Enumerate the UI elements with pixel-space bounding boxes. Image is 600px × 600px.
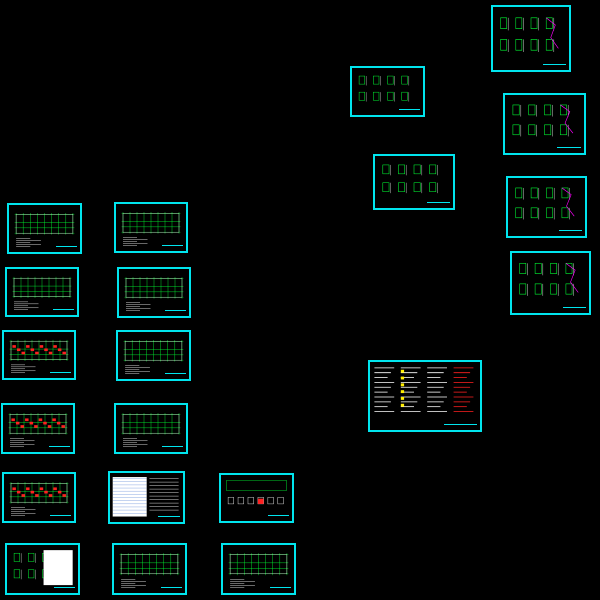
sheet-drawing bbox=[13, 550, 73, 586]
title-block bbox=[164, 373, 186, 377]
sheet-drawing bbox=[9, 482, 69, 516]
drawing-sheet-plan-5[interactable] bbox=[116, 330, 191, 381]
drawing-sheet-plan-red-3[interactable] bbox=[2, 472, 76, 523]
title-block bbox=[562, 307, 586, 311]
title-block bbox=[162, 245, 183, 249]
title-block bbox=[557, 147, 581, 151]
drawing-sheet-table[interactable] bbox=[108, 471, 185, 524]
sheet-drawing bbox=[358, 75, 409, 102]
drawing-sheet-elevation[interactable] bbox=[219, 473, 294, 523]
title-block bbox=[49, 446, 70, 450]
drawing-sheet-column-detail-4[interactable] bbox=[510, 251, 591, 315]
title-block bbox=[426, 202, 450, 206]
sheet-drawing bbox=[14, 213, 75, 247]
title-block bbox=[53, 587, 75, 591]
drawing-sheet-plan-red-1[interactable] bbox=[2, 330, 76, 380]
title-block bbox=[267, 515, 289, 519]
sheet-drawing bbox=[228, 553, 289, 588]
sheet-drawing bbox=[123, 340, 184, 374]
title-block bbox=[55, 246, 77, 250]
sheet-drawing bbox=[382, 164, 438, 194]
drawing-sheet-plan-7[interactable] bbox=[112, 543, 187, 595]
drawing-sheet-plan-red-2[interactable] bbox=[1, 403, 75, 454]
sheet-drawing bbox=[112, 477, 179, 517]
title-block bbox=[50, 372, 71, 376]
sheet-drawing bbox=[12, 276, 72, 310]
drawing-sheet-column-detail-2[interactable] bbox=[503, 93, 586, 155]
sheet-drawing bbox=[519, 262, 579, 296]
drawing-sheet-plan-8[interactable] bbox=[221, 543, 296, 595]
drawing-sheet-plan-6[interactable] bbox=[114, 403, 188, 454]
drawing-sheet-plan-4[interactable] bbox=[117, 267, 191, 318]
sheet-drawing bbox=[374, 367, 474, 412]
sheet-drawing bbox=[124, 277, 184, 311]
title-block bbox=[162, 446, 183, 450]
drawing-sheet-column-detail-1[interactable] bbox=[491, 5, 571, 72]
sheet-drawing bbox=[119, 553, 180, 588]
drawing-sheet-detail-small[interactable] bbox=[350, 66, 425, 117]
title-block bbox=[50, 515, 71, 519]
sheet-drawing bbox=[121, 212, 181, 246]
drawing-sheet-detail-table[interactable] bbox=[5, 543, 80, 595]
sheet-drawing bbox=[500, 17, 559, 52]
title-block bbox=[158, 516, 180, 520]
title-block bbox=[444, 424, 477, 428]
title-block bbox=[165, 310, 186, 314]
sheet-drawing bbox=[515, 187, 575, 220]
sheet-drawing bbox=[512, 104, 574, 137]
drawing-sheet-column-detail-3[interactable] bbox=[506, 176, 587, 238]
drawing-sheet-plan-1[interactable] bbox=[7, 203, 82, 254]
title-block bbox=[558, 230, 582, 234]
drawing-sheet-detail-mid[interactable] bbox=[373, 154, 455, 210]
drawing-sheet-notes[interactable] bbox=[368, 360, 482, 432]
sheet-drawing bbox=[226, 480, 287, 505]
sheet-drawing bbox=[121, 413, 181, 447]
drawing-sheet-plan-3[interactable] bbox=[5, 267, 79, 317]
sheet-drawing bbox=[8, 413, 68, 447]
title-block bbox=[269, 587, 291, 591]
title-block bbox=[160, 587, 182, 591]
title-block bbox=[53, 309, 74, 313]
drawing-sheet-plan-2[interactable] bbox=[114, 202, 188, 253]
title-block bbox=[543, 64, 566, 68]
sheet-drawing bbox=[9, 339, 69, 373]
title-block bbox=[398, 109, 420, 113]
